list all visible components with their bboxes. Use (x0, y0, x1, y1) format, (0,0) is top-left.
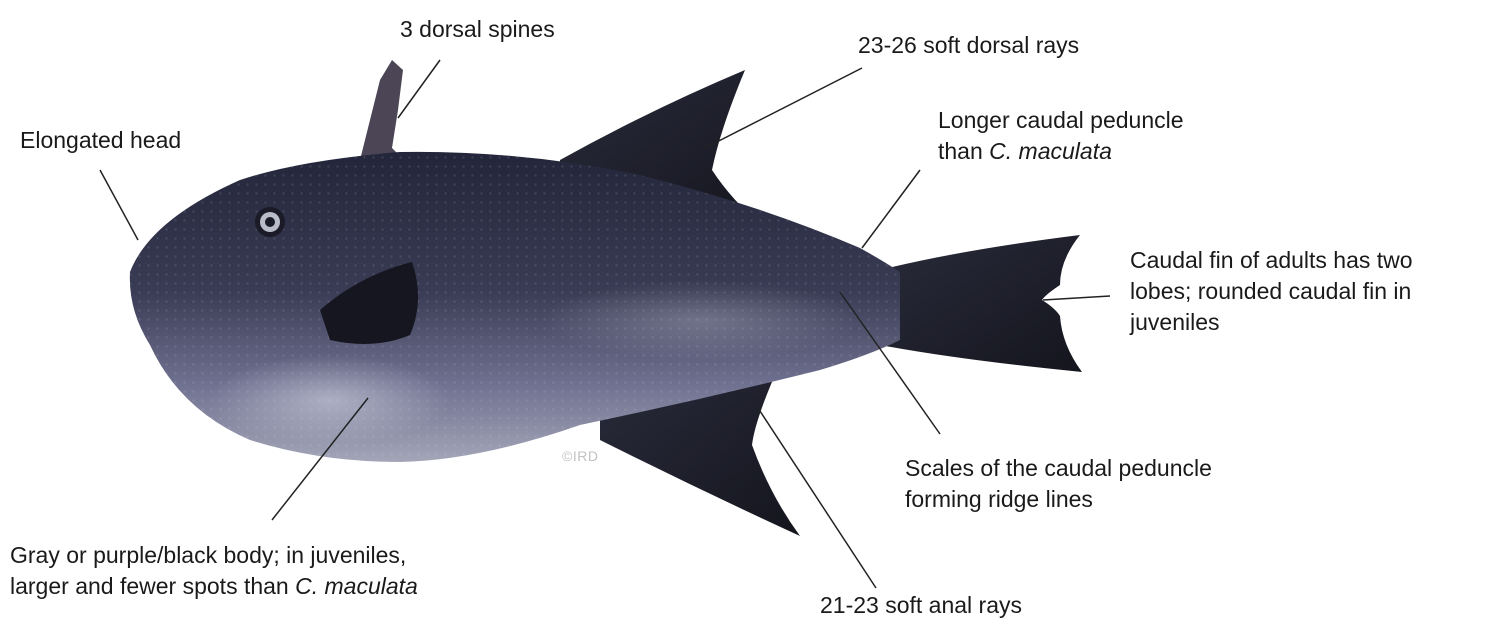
label-scales: Scales of the caudal peduncle forming ri… (905, 453, 1212, 515)
leader-line-caudal-peduncle (862, 170, 920, 248)
label-dorsal-spines: 3 dorsal spines (400, 14, 555, 45)
label-caudal-peduncle-line2: than C. maculata (938, 136, 1184, 167)
species-name: C. maculata (989, 138, 1112, 164)
label-caudal-peduncle-line1: Longer caudal peduncle (938, 105, 1184, 136)
label-scales-line1: Scales of the caudal peduncle (905, 453, 1212, 484)
leader-line-dorsal-spines (398, 60, 440, 118)
label-caudal-fin-line3: juveniles (1130, 307, 1413, 338)
label-body-line2: larger and fewer spots than C. maculata (10, 571, 418, 602)
label-caudal-fin-line2: lobes; rounded caudal fin in (1130, 276, 1413, 307)
label-caudal-peduncle: Longer caudal peduncle than C. maculata (938, 105, 1184, 167)
label-caudal-fin-line1: Caudal fin of adults has two (1130, 245, 1413, 276)
label-body: Gray or purple/black body; in juveniles,… (10, 540, 418, 602)
dorsal-spine (360, 60, 403, 160)
leader-line-caudal-fin (1043, 296, 1110, 300)
species-name: C. maculata (295, 573, 418, 599)
label-body-line1: Gray or purple/black body; in juveniles, (10, 540, 418, 571)
label-caudal-fin: Caudal fin of adults has two lobes; roun… (1130, 245, 1413, 338)
leader-line-elongated-head (100, 170, 138, 240)
label-soft-dorsal-rays: 23-26 soft dorsal rays (858, 30, 1079, 61)
label-scales-line2: forming ridge lines (905, 484, 1212, 515)
watermark: ©IRD (562, 448, 598, 464)
label-soft-anal-rays: 21-23 soft anal rays (820, 590, 1022, 621)
label-elongated-head: Elongated head (20, 125, 181, 156)
caudal-fin (880, 235, 1082, 372)
